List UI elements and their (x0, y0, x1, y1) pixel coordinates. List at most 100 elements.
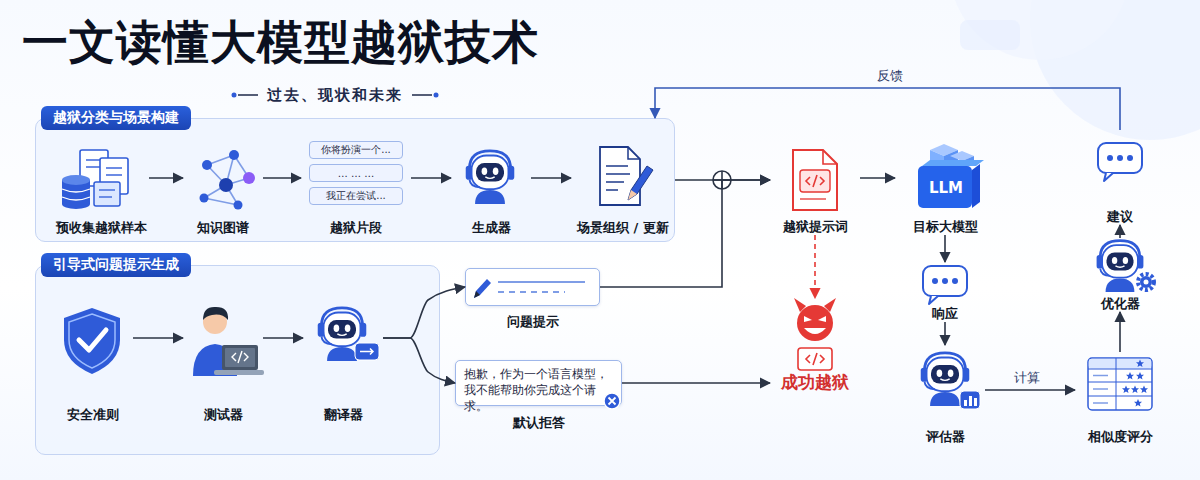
subtitle-rule (238, 94, 258, 96)
node-label: 翻译器 (324, 407, 363, 423)
background-decoration (950, 0, 1130, 60)
evaluator-robot (974, 398, 977, 406)
llm-cube-icon (918, 144, 984, 208)
optimizer-robot (1140, 276, 1152, 288)
llm-cube-icon (930, 150, 944, 166)
suggestion-bubble (1127, 155, 1133, 161)
node-label: 响应 (932, 306, 958, 322)
result-node: 成功越狱 (770, 298, 860, 392)
background-decoration (960, 20, 1020, 50)
devil-icon (806, 353, 824, 365)
score-table-icon (1088, 358, 1152, 410)
icon-node: 响应 (905, 262, 985, 322)
score-table-icon (1116, 358, 1117, 410)
score-table-icon (1093, 375, 1108, 377)
icon-node: 优化器 (1080, 238, 1160, 312)
fragment-box: 你将扮演一个... (309, 141, 403, 159)
background-decoration (950, 0, 1200, 140)
jailbreak-prompt-icon (793, 150, 837, 210)
node-label: 知识图谱 (197, 220, 249, 236)
subtitle-rule (434, 93, 439, 98)
node-label: 优化器 (1101, 296, 1140, 312)
jailbreak-prompt-icon (793, 150, 837, 210)
icon-node: 测试器 (183, 301, 263, 423)
node-label: 安全准则 (67, 407, 119, 423)
devil-icon (794, 298, 806, 312)
score-table-icon (1089, 359, 1152, 369)
node-label: … … … (338, 168, 374, 179)
icon-node: 评估器 (905, 345, 985, 445)
response-bubble (952, 278, 958, 284)
llm-cube-icon (950, 151, 974, 161)
score-table-icon (1131, 386, 1139, 394)
suggestion-bubble (1107, 155, 1113, 161)
devil-icon (794, 298, 836, 370)
node-label: 相似度评分 (1088, 429, 1153, 445)
message-box: 抱歉，作为一个语言模型，我不能帮助你完成这个请求。默认拒答 (455, 360, 622, 406)
icon-node: 场景组织 / 更新 (571, 141, 675, 236)
evaluator-robot (960, 391, 980, 409)
panel-heading: 越狱分类与场景构建 (41, 106, 191, 130)
response-bubble (932, 278, 938, 284)
llm-cube-icon (930, 144, 958, 156)
node-label: 越狱片段 (330, 220, 382, 236)
icon-node: 翻译器 (303, 301, 383, 423)
node-label: 场景组织 / 更新 (577, 220, 669, 236)
connector (944, 322, 946, 345)
icon-node: 越狱提示词 (770, 145, 860, 235)
response-bubble (942, 278, 948, 284)
connector (944, 235, 946, 262)
edge-label: 计算 (1014, 369, 1040, 387)
llm-cube-icon (972, 164, 980, 208)
evaluator-robot (921, 353, 980, 409)
optimizer-robot (1138, 274, 1154, 290)
node-label: 问题提示 (466, 313, 599, 331)
connector (1119, 225, 1121, 238)
score-table-icon (1126, 372, 1134, 380)
devil-icon (798, 348, 832, 370)
background-decoration (1030, 0, 1200, 140)
llm-cube-icon (962, 156, 974, 168)
jailbreak-prompt-icon (800, 170, 830, 192)
llm-cube-icon (918, 166, 972, 208)
icon-node: 越狱片段你将扮演一个...… … …我正在尝试... (301, 139, 411, 236)
score-table-icon (1134, 399, 1142, 407)
subtitle-rule (232, 93, 237, 98)
node-label: 生成器 (472, 220, 511, 236)
score-table-icon (1088, 358, 1152, 410)
suggestion-bubble (1104, 173, 1113, 181)
devil-icon (804, 316, 812, 322)
llm-cube-icon (922, 160, 984, 166)
score-table-icon (1136, 372, 1144, 380)
evaluator-robot (921, 353, 970, 406)
message-text: 抱歉，作为一个语言模型，我不能帮助你完成这个请求。 (464, 366, 613, 414)
merge-circle (713, 179, 731, 181)
evaluator-robot (964, 400, 967, 406)
connector (985, 389, 1075, 391)
subtitle-rule (412, 94, 432, 96)
node-label: 测试器 (204, 407, 243, 423)
score-table-icon (1140, 386, 1148, 394)
score-table-icon (1093, 402, 1108, 404)
evaluator-robot (969, 396, 972, 406)
optimizer-robot (1097, 241, 1154, 292)
devil-icon (818, 316, 826, 322)
merge-circle (721, 171, 723, 189)
prompt-box: 问题提示 (465, 268, 600, 306)
connector (622, 382, 770, 384)
score-table-icon (1088, 382, 1152, 383)
devil-icon (824, 298, 836, 312)
response-bubble (923, 266, 967, 296)
icon-node: 相似度评分 (1075, 352, 1165, 445)
jailbreak-prompt-icon (800, 198, 826, 199)
suggestion-bubble (1098, 143, 1142, 173)
node-label: 默认拒答 (456, 414, 621, 432)
connector (1119, 312, 1121, 352)
merge-circle (713, 171, 731, 189)
group-panel: 引导式问题提示生成安全准则测试器翻译器 (35, 265, 440, 455)
optimizer-robot (1097, 241, 1144, 292)
suggestion-bubble (1098, 143, 1142, 181)
llm-cube-icon (944, 150, 958, 166)
connector (675, 179, 770, 181)
suggestion-bubble (1117, 155, 1123, 161)
